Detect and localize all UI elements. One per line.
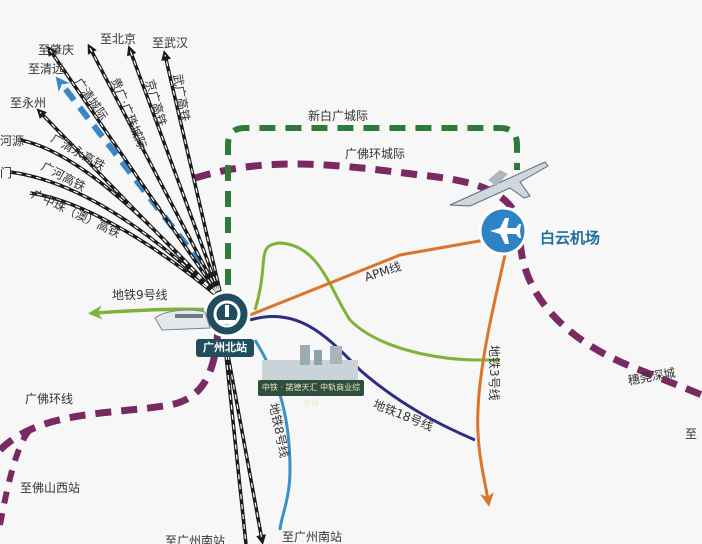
railway-lines	[9, 43, 267, 544]
xinbai-intercity-line	[225, 125, 520, 285]
metro-3-label: 地铁3号线	[487, 345, 501, 401]
airport-marker	[478, 206, 528, 256]
dest-wuhan-label: 至武汉	[152, 36, 189, 50]
dest-heyuan-label: 河源	[0, 134, 25, 148]
airplane-icon	[449, 161, 549, 207]
metro-3-line	[476, 254, 507, 507]
metro-9-label: 地铁9号线	[112, 288, 168, 302]
guangfo-ring-line-left2	[0, 427, 33, 526]
xinbai-intercity-label: 新白广城际	[308, 109, 369, 123]
guangzhou-north-station-label: 广州北站	[196, 339, 254, 357]
commercial-complex-label: 中铁 · 諾德天汇 中轨商业综合体	[258, 380, 364, 408]
dest-yongzhou-label: 至永州	[10, 96, 47, 110]
apm-line	[249, 238, 486, 317]
guangfo-ring-line-left	[0, 329, 222, 453]
dest-foshan-west-label: 至佛山西站	[20, 481, 81, 495]
commercial-complex-illustration	[262, 345, 358, 382]
high-speed-train-icon	[154, 309, 211, 331]
dest-guangzhou-south-right-label: 至广州南站	[282, 530, 343, 544]
metro-9-east	[253, 241, 500, 362]
dest-guangzhou-south-left-label: 至广州南站	[165, 534, 226, 544]
dest-xiamen-label: 门	[0, 166, 13, 180]
metro-9-line	[88, 305, 216, 320]
railway-station-icon	[203, 290, 251, 338]
dest-qingyuan-label: 至清远	[28, 62, 65, 76]
guangfo-ring-intercity-label: 广佛环城际	[345, 147, 406, 161]
metro-18-line	[249, 314, 476, 442]
dest-zhaoqing-label: 至肇庆	[38, 43, 75, 57]
dest-beijing-label: 至北京	[100, 32, 137, 46]
guangfo-ring-line-label: 广佛环线	[25, 392, 74, 406]
guangqing-intercity-line	[55, 76, 218, 284]
baiyun-airport-label: 白云机场	[540, 229, 601, 247]
dest-right-edge-label: 至	[685, 427, 698, 441]
